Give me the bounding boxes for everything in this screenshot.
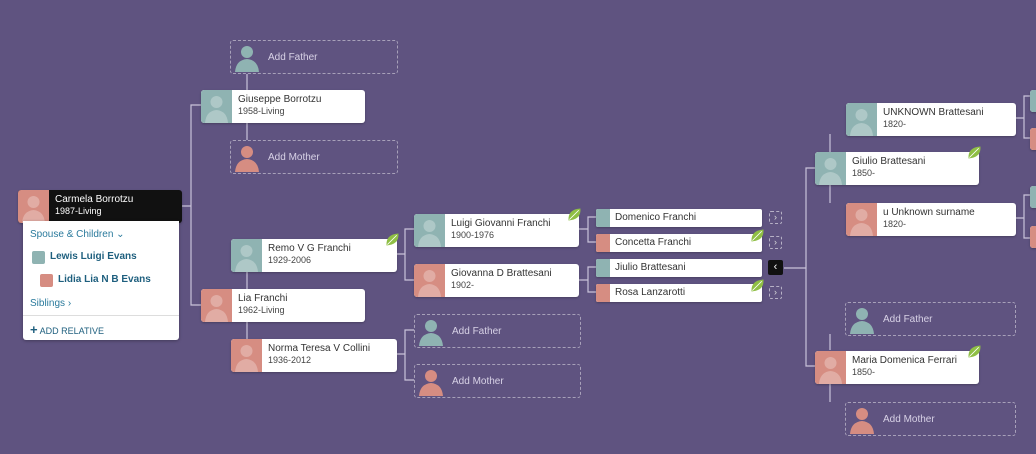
person-silhouette-icon [596,284,610,302]
person-card-norma[interactable]: Norma Teresa V Collini 1936-2012 [231,339,397,372]
relative-lewis-evans[interactable]: Lewis Luigi Evans [50,251,137,262]
person-silhouette-icon [40,274,53,287]
person-card-maria[interactable]: Maria Domenica Ferrari 1850- [815,351,979,384]
person-silhouette-icon [18,190,49,223]
person-silhouette-icon [596,209,610,227]
add-mother-norma[interactable]: Add Mother [414,364,581,398]
chevron-right-icon: › [774,212,777,222]
expand-rosa-button[interactable]: › [769,286,782,299]
add-relative-button[interactable]: + ADD RELATIVE [30,322,104,337]
person-silhouette-icon [235,146,259,172]
chevron-right-icon: › [774,287,777,297]
person-card-unknown-surname[interactable]: u Unknown surname 1820- [846,203,1016,236]
leaf-hint-icon[interactable] [566,206,583,223]
person-silhouette-icon [1030,128,1036,150]
person-silhouette-icon [850,408,874,434]
partial-person-card[interactable] [1030,90,1036,112]
add-father-giuseppe[interactable]: Add Father [230,40,398,74]
person-silhouette-icon [414,214,445,247]
person-card-domenico[interactable]: Domenico Franchi [596,209,762,227]
person-card-giulio[interactable]: Giulio Brattesani 1850- [815,152,979,185]
focus-person-name: Carmela Borrotzu [55,194,134,205]
person-silhouette-icon [32,251,45,264]
person-silhouette-icon [419,320,443,346]
focus-person-panel: Spouse & Children ⌄ Lewis Luigi Evans Li… [23,221,179,340]
person-silhouette-icon [231,339,262,372]
person-silhouette-icon [846,103,877,136]
focus-person-card[interactable]: Carmela Borrotzu 1987-Living [18,190,182,223]
partial-person-card[interactable] [1030,128,1036,150]
person-silhouette-icon [596,234,610,252]
person-silhouette-icon [231,239,262,272]
chevron-down-icon: ⌄ [116,229,125,240]
person-silhouette-icon [846,203,877,236]
person-card-unknown-brattesani[interactable]: UNKNOWN Brattesani 1820- [846,103,1016,136]
person-card-giuseppe[interactable]: Giuseppe Borrotzu 1958-Living [201,90,365,123]
person-card-jiulio[interactable]: Jiulio Brattesani [596,259,762,277]
person-silhouette-icon [1030,226,1036,248]
person-silhouette-icon [1030,186,1036,208]
collapse-jiulio-button[interactable]: ‹ [768,260,783,275]
chevron-right-icon: › [774,237,777,247]
spouse-children-toggle[interactable]: Spouse & Children ⌄ [30,229,125,240]
chevron-left-icon: ‹ [773,261,778,273]
panel-divider [23,315,179,316]
leaf-hint-icon[interactable] [966,144,983,161]
add-mother-maria[interactable]: Add Mother [845,402,1016,436]
expand-domenico-button[interactable]: › [769,211,782,224]
person-card-rosa[interactable]: Rosa Lanzarotti [596,284,762,302]
person-silhouette-icon [1030,90,1036,112]
leaf-hint-icon[interactable] [966,343,983,360]
leaf-hint-icon[interactable] [749,277,766,294]
person-silhouette-icon [414,264,445,297]
partial-person-card[interactable] [1030,226,1036,248]
expand-concetta-button[interactable]: › [769,236,782,249]
relative-lidia-evans[interactable]: Lidia Lia N B Evans [58,274,151,285]
person-card-concetta[interactable]: Concetta Franchi [596,234,762,252]
leaf-hint-icon[interactable] [384,231,401,248]
leaf-hint-icon[interactable] [749,227,766,244]
person-silhouette-icon [850,308,874,334]
person-silhouette-icon [596,259,610,277]
person-silhouette-icon [815,351,846,384]
chevron-right-icon: › [67,298,72,309]
person-card-giovanna[interactable]: Giovanna D Brattesani 1902- [414,264,579,297]
plus-icon: + [30,322,38,337]
add-father-maria[interactable]: Add Father [845,302,1016,336]
person-silhouette-icon [201,289,232,322]
add-mother-giuseppe[interactable]: Add Mother [230,140,398,174]
focus-person-dates: 1987-Living [55,206,102,216]
partial-person-card[interactable] [1030,186,1036,208]
person-silhouette-icon [201,90,232,123]
siblings-toggle[interactable]: Siblings › [30,298,72,309]
person-silhouette-icon [235,46,259,72]
add-father-norma[interactable]: Add Father [414,314,581,348]
person-card-remo[interactable]: Remo V G Franchi 1929-2006 [231,239,397,272]
person-card-luigi[interactable]: Luigi Giovanni Franchi 1900-1976 [414,214,579,247]
person-silhouette-icon [815,152,846,185]
person-silhouette-icon [419,370,443,396]
person-card-lia[interactable]: Lia Franchi 1962-Living [201,289,365,322]
